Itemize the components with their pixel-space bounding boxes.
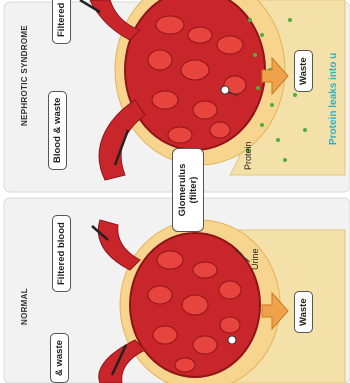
nephrotic-leak-caption: Protein leaks into u: [328, 53, 339, 145]
normal-urine-label: Urine: [250, 248, 260, 270]
glomerulus-label-line2: (filter): [188, 155, 199, 225]
nephrotic-blood-waste-label: Blood & waste: [48, 91, 67, 170]
normal-title: NORMAL: [20, 288, 29, 325]
nephrotic-protein-label: Protein: [243, 141, 253, 170]
nephrotic-title: NEPHROTIC SYNDROME: [20, 25, 29, 126]
glomerulus-filter-label: Glomerulus (filter): [172, 148, 204, 232]
nephrotic-filtered-blood-label: Filtered: [52, 0, 71, 44]
normal-filtered-blood-label: Filtered blood: [52, 215, 71, 292]
normal-waste-label: Waste: [294, 291, 313, 333]
normal-blood-waste-label: & waste: [50, 333, 69, 383]
nephrotic-waste-label: Waste: [294, 50, 313, 92]
glomerulus-label-line1: Glomerulus: [177, 155, 188, 225]
